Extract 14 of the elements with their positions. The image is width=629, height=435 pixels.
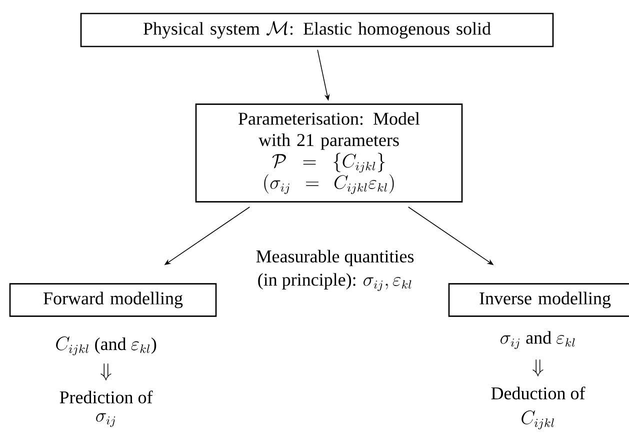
note-text: $\sigma_{ij}\text{ and }\varepsilon_{kl}$ — [500, 331, 575, 349]
process-box: Parameterisation: Model with 21 parameters $\mathcal{P} = \{C_{ijkl}\}$ $(\sigma_{ij} = C_{ijkl}\varepsilon_{kl})$ — [195, 103, 463, 203]
note-text: $\text{Measurable quantities}$ — [256, 250, 414, 266]
note-text: $C_{ijkl}\text{ (and }\varepsilon_{kl}\text{)}$ — [56, 336, 156, 356]
note-text: $\Downarrow$ — [100, 363, 112, 380]
process-box: $\text{Physical system }\mathcal{M}\text{: Elastic homogenous solid}$ — [80, 12, 554, 48]
note-text: $\text{Prediction of}$ — [60, 390, 153, 404]
process-box: Forward modelling — [9, 283, 217, 317]
note-text: $\Downarrow$ — [532, 359, 544, 376]
note-text: $\text{(in principle): }\sigma_{ij}, \varepsilon_{kl}$ — [258, 273, 412, 291]
note-text: $\text{Deduction of}$ — [491, 386, 586, 400]
note-text: $C_{ijkl}$ — [522, 410, 554, 430]
process-box: Inverse modelling — [448, 283, 629, 317]
note-text: $\sigma_{ij}$ — [96, 413, 116, 427]
